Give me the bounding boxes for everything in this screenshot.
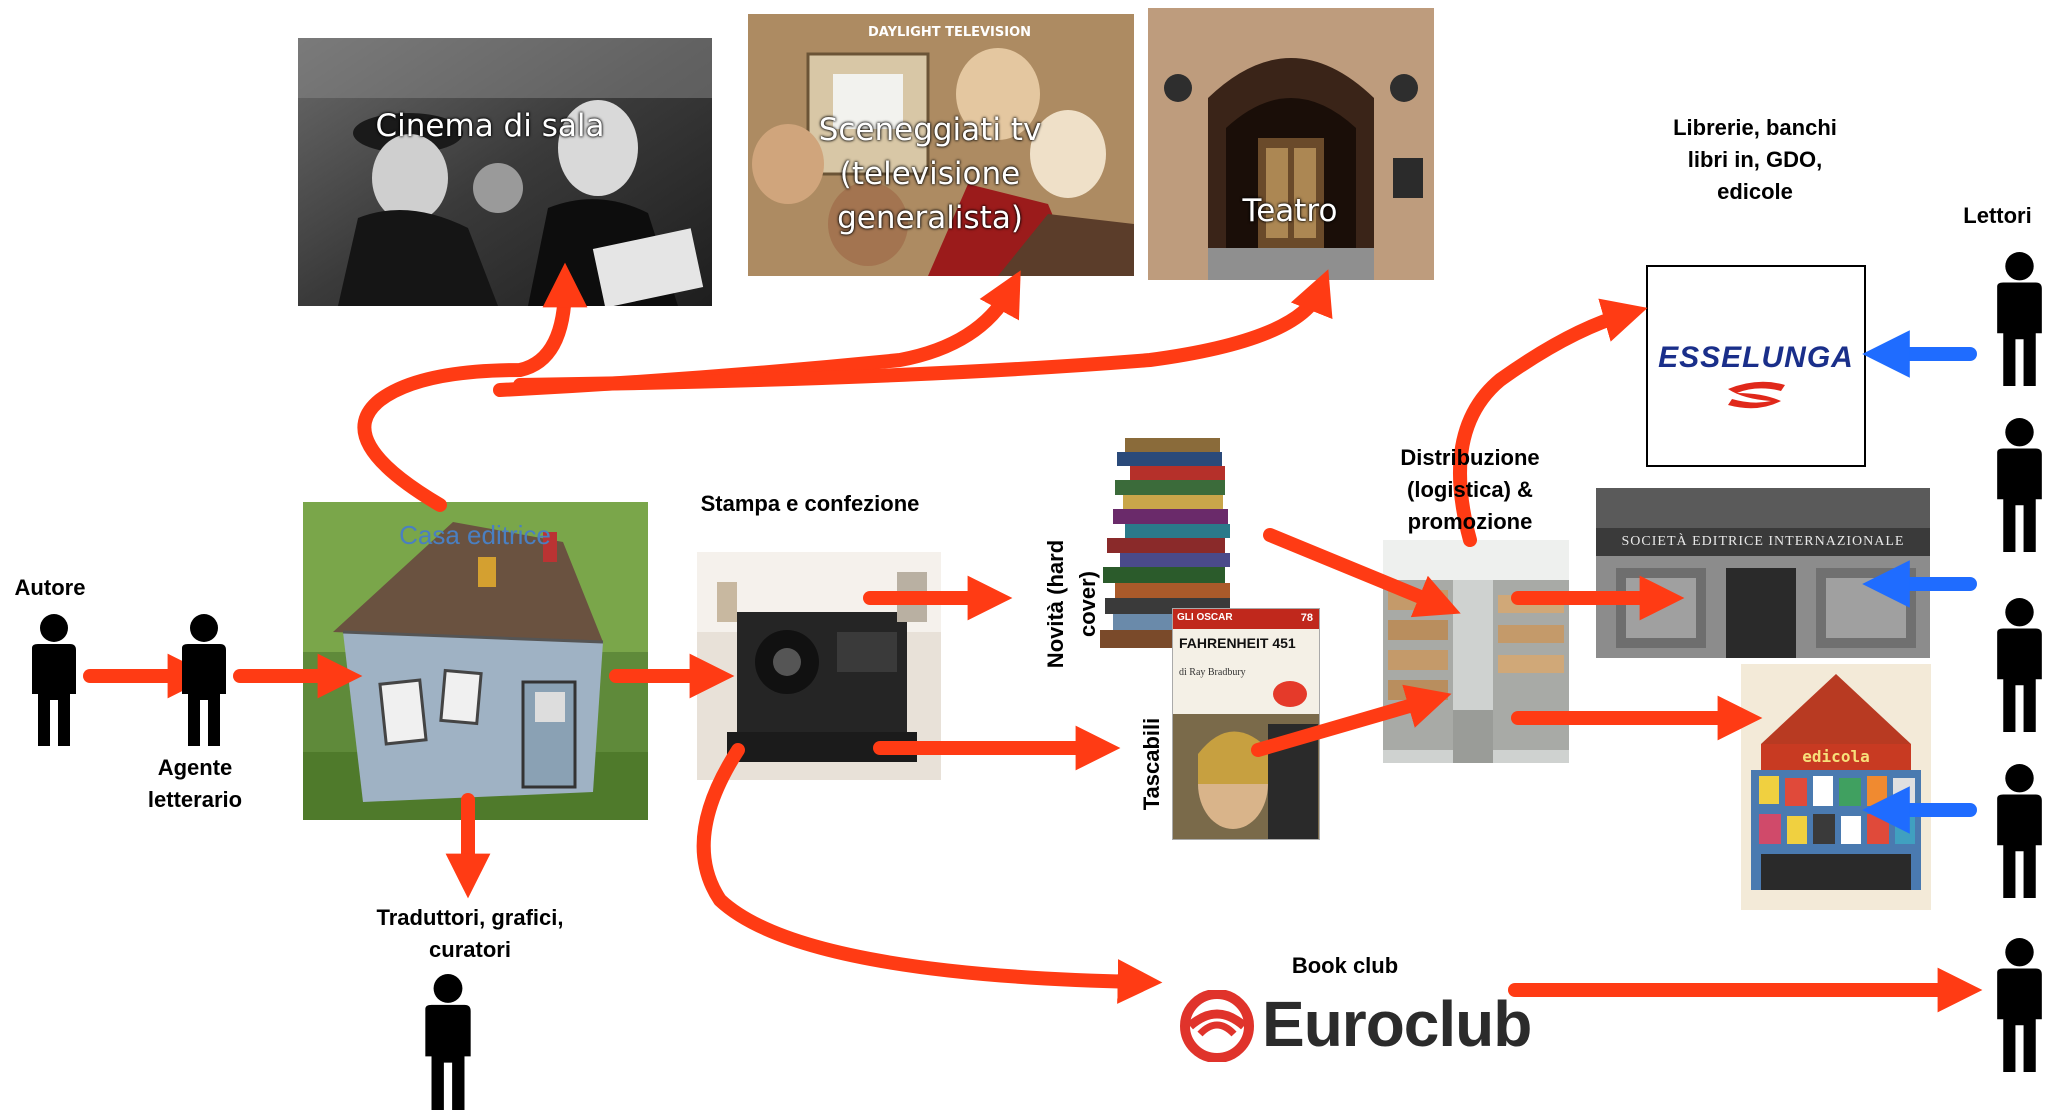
esselunga-logo-text: ESSELUNGA	[1658, 341, 1854, 374]
theatre-photo	[1148, 8, 1434, 280]
autore-label: Autore	[14, 575, 86, 600]
bookstore-photo: SOCIETÀ EDITRICE INTERNAZIONALE	[1596, 488, 1930, 658]
person-icon-lettore-1	[1997, 252, 2042, 386]
person-icon-lettore-3	[1997, 598, 2042, 732]
arrow-stampa-bookclub	[696, 743, 1163, 1004]
person-icon-lettore-5	[1997, 938, 2042, 1072]
fahrenheit-book-cover: GLI OSCAR 78 FAHRENHEIT 451 di Ray Bradb…	[1172, 608, 1320, 840]
sceneggiati-label: Sceneggiati tv (televisione generalista)	[818, 112, 1042, 236]
teatro-label: Teatro	[1242, 193, 1338, 229]
book-club-label: Book club	[1291, 953, 1399, 978]
book-number-text: 78	[1300, 612, 1313, 624]
cinema-label: Cinema di sala	[375, 108, 605, 144]
lettori-label: Lettori	[1963, 203, 2032, 228]
book-series-text: GLI OSCAR	[1177, 612, 1233, 623]
novita-label: Novità (hard cover)	[1043, 539, 1100, 669]
bookstore-sign-text: SOCIETÀ EDITRICE INTERNAZIONALE	[1621, 534, 1905, 549]
euroclub-logo: Euroclub	[1178, 988, 1548, 1068]
tv-brand-text: DAYLIGHT TELEVISION	[868, 25, 1031, 40]
tv-photo: DAYLIGHT TELEVISION	[748, 14, 1134, 276]
kiosk-sign-text: edicola	[1802, 747, 1870, 766]
esselunga-logo-box: ESSELUNGA	[1646, 265, 1866, 467]
tascabili-label: Tascabili	[1139, 717, 1164, 811]
euroclub-swirl-icon	[1180, 990, 1254, 1062]
person-icon-agente	[182, 614, 226, 746]
traduttori-label: Traduttori, grafici, curatori	[376, 905, 564, 962]
person-icon-lettore-2	[1997, 418, 2042, 552]
librerie-label: Librerie, banchi libri in, GDO, edicole	[1673, 115, 1837, 204]
distribuzione-label: Distribuzione (logistica) & promozione	[1400, 445, 1540, 534]
person-icon-traduttori	[425, 974, 471, 1110]
printing-press-photo	[697, 552, 941, 780]
cinema-photo	[298, 38, 712, 306]
person-icon-autore	[32, 614, 76, 746]
arrow-casa-cinema	[357, 262, 588, 512]
warehouse-photo	[1383, 540, 1569, 763]
book-author-text: di Ray Bradbury	[1179, 667, 1246, 678]
casa-editrice-photo	[303, 502, 648, 820]
agente-label: Agente letterario	[147, 755, 243, 812]
kiosk-illustration: edicola	[1741, 664, 1931, 910]
casa-editrice-label: Casa editrice	[399, 520, 551, 550]
book-title-text: FAHRENHEIT 451	[1179, 635, 1296, 651]
euroclub-logo-text: Euroclub	[1262, 988, 1532, 1060]
person-icon-lettore-4	[1997, 764, 2042, 898]
esselunga-s-icon	[1728, 381, 1785, 409]
stampa-label: Stampa e confezione	[700, 491, 920, 516]
